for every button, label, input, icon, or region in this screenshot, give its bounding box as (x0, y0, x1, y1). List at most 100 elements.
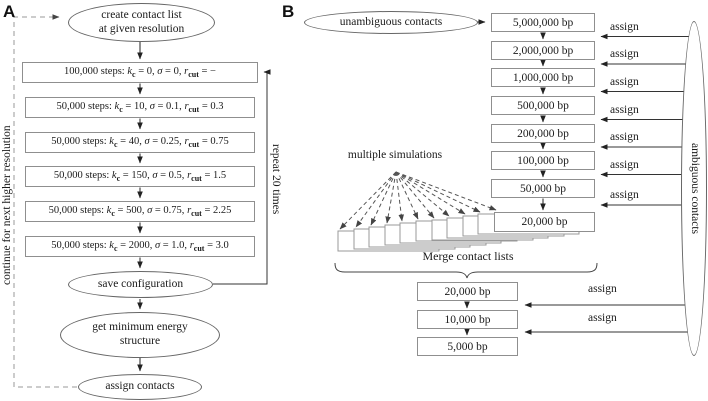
rcut-symbol: r (184, 65, 189, 77)
kc-symbol: k (127, 65, 132, 77)
rcut-subscript: cut (191, 174, 202, 184)
resolution-value: 100,000 bp (517, 154, 569, 167)
step-1-sigma: = 0, (165, 65, 182, 77)
merge-contact-lists-label: Merge contact lists (422, 249, 514, 263)
kc-symbol: k (114, 100, 120, 112)
step-1-duration: 100,000 steps: (64, 65, 125, 77)
assign-label: assign (610, 189, 639, 201)
step-box-3: 50,000 steps: kc = 40, σ = 0.25, rcut = … (25, 132, 255, 153)
resolution-value: 200,000 bp (517, 127, 569, 140)
resolution-value: 50,000 bp (520, 182, 566, 195)
step-3-kc: = 40, (120, 135, 142, 147)
sigma-symbol: σ (152, 169, 158, 181)
continue-next-resolution-label: continue for next higher resolution (1, 125, 13, 285)
assign-label: assign (610, 76, 639, 88)
rcut-symbol: r (189, 239, 194, 251)
step-3-duration: 50,000 steps: (51, 135, 107, 147)
merged-box-10000bp: 10,000 bp (417, 310, 518, 329)
rcut-subscript: cut (188, 140, 200, 150)
merge-brace (334, 262, 598, 279)
step-1-kc: = 0, (138, 65, 155, 77)
step-1-rcut: = − (201, 65, 216, 77)
resolution-value: 2,000,000 bp (512, 44, 574, 57)
minimum-energy-ellipse: get minimum energy structure (60, 312, 220, 358)
step-box-6: 50,000 steps: kc = 2000, σ = 1.0, rcut =… (25, 236, 255, 257)
kc-subscript: c (119, 105, 123, 115)
resolution-box-100000bp: 100,000 bp (491, 151, 595, 170)
step-box-1: 100,000 steps: kc = 0, σ = 0, rcut = − (22, 62, 258, 83)
assign-label: assign (588, 312, 617, 324)
sigma-symbol: σ (154, 239, 161, 251)
repeat-loop-arrow (213, 69, 271, 285)
step-5-rcut: = 2.25 (204, 204, 232, 216)
step-2-rcut: = 0.3 (201, 100, 224, 112)
rcut-subscript: cut (188, 105, 200, 115)
assign-label: assign (610, 131, 639, 143)
merged-resolution-value: 20,000 bp (444, 285, 491, 298)
rcut-symbol: r (184, 135, 189, 147)
ambiguous-contacts-ellipse: ambiguous contacts (681, 21, 707, 356)
create-contact-list-ellipse: create contact list at given resolution (68, 3, 215, 42)
step-5-kc: = 500, (117, 204, 145, 216)
merged-box-20000bp: 20,000 bp (417, 282, 518, 301)
kc-subscript: c (111, 209, 115, 219)
assign-label: assign (610, 159, 639, 171)
unambiguous-contacts-ellipse: unambiguous contacts (304, 11, 478, 34)
kc-symbol: k (106, 204, 112, 216)
kc-symbol: k (111, 169, 117, 181)
resolution-box-500000bp: 500,000 bp (491, 96, 595, 115)
resolution-value: 5,000,000 bp (512, 16, 574, 29)
step-6-duration: 50,000 steps: (51, 239, 107, 251)
step-3-rcut: = 0.75 (201, 135, 229, 147)
step-box-4: 50,000 steps: kc = 150, σ = 0.5, rcut = … (25, 166, 255, 187)
create-contact-list-line1: create contact list (101, 8, 182, 21)
step-4-duration: 50,000 steps: (53, 169, 110, 181)
rcut-subscript: cut (188, 70, 199, 80)
assign-label: assign (610, 48, 639, 60)
minimum-energy-line2: structure (119, 335, 161, 347)
step-box-5: 50,000 steps: kc = 500, σ = 0.75, rcut =… (25, 201, 255, 222)
rcut-symbol: r (187, 204, 192, 216)
kc-subscript: c (113, 244, 118, 254)
assign-contacts-label: assign contacts (105, 380, 175, 393)
step-4-rcut: = 1.5 (204, 169, 227, 181)
step-2-duration: 50,000 steps: (56, 100, 112, 112)
resolution-box-1000000bp: 1,000,000 bp (491, 68, 595, 87)
resolution-box-200000bp: 200,000 bp (491, 124, 595, 143)
kc-symbol: k (109, 135, 114, 147)
create-contact-list-line2: at given resolution (98, 22, 185, 35)
assign-label: assign (610, 104, 639, 116)
minimum-energy-line1: get minimum energy (92, 321, 188, 334)
rcut-symbol: r (187, 169, 192, 181)
multiple-simulations-label: multiple simulations (347, 149, 443, 161)
resolution-value: 500,000 bp (517, 99, 569, 112)
rcut-symbol: r (184, 100, 189, 112)
step-box-2: 50,000 steps: kc = 10, σ = 0.1, rcut = 0… (25, 97, 255, 118)
restart-loop-dashed-arrow (13, 14, 77, 388)
rcut-subscript: cut (191, 209, 202, 219)
resolution-box-5000000bp: 5,000,000 bp (491, 13, 595, 32)
assign-contacts-ellipse: assign contacts (78, 374, 202, 400)
step-2-sigma: = 0.1, (157, 100, 182, 112)
kc-subscript: c (132, 70, 136, 80)
step-4-kc: = 150, (122, 169, 150, 181)
kc-subscript: c (116, 174, 121, 184)
save-configuration-ellipse: save configuration (68, 271, 213, 298)
merged-resolution-value: 5,000 bp (447, 340, 488, 353)
merged-box-5000bp: 5,000 bp (417, 337, 518, 356)
kc-subscript: c (113, 140, 118, 150)
multiple-simulations-fan (339, 171, 497, 230)
ambiguous-contacts-label: ambiguous contacts (688, 142, 701, 235)
assign-label: assign (610, 21, 639, 33)
rcut-subscript: cut (193, 244, 205, 254)
step-6-rcut: = 3.0 (207, 239, 229, 251)
resolution-value: 1,000,000 bp (512, 71, 574, 84)
panel-b-label: B (282, 2, 295, 21)
step-5-sigma: = 0.75, (154, 204, 185, 216)
resolution-box-50000bp: 50,000 bp (491, 179, 595, 198)
step-6-kc: = 2000, (120, 239, 153, 251)
resolution-box-20000bp: 20,000 bp (494, 212, 595, 232)
step-2-kc: = 10, (125, 100, 148, 112)
step-6-sigma: = 1.0, (162, 239, 188, 251)
